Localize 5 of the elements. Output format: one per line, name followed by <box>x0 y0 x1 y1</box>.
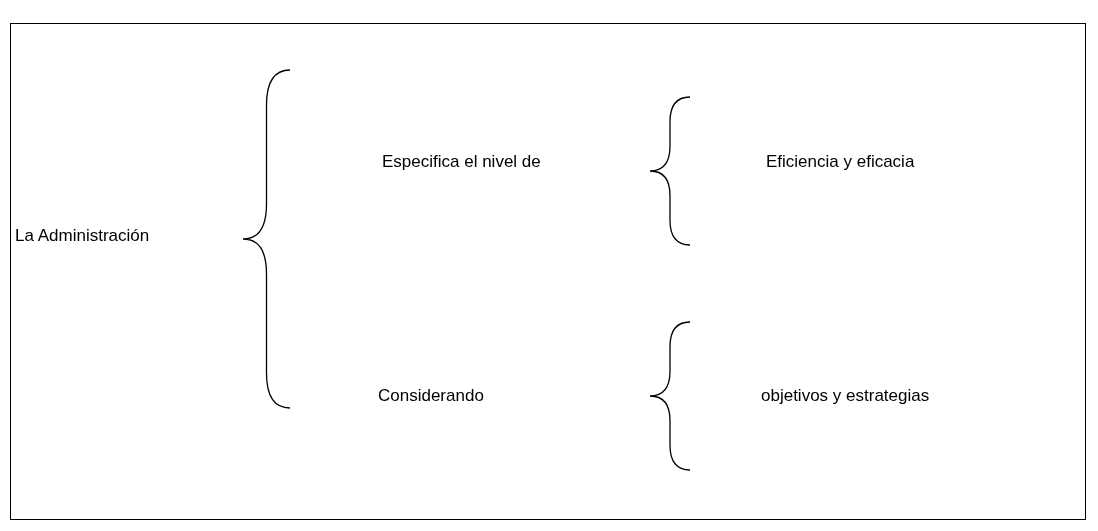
text-label: Considerando <box>378 386 484 406</box>
text-label: Eficiencia y eficacia <box>766 152 915 172</box>
text-label: objetivos y estrategias <box>761 386 930 406</box>
text-label: La Administración <box>15 226 150 246</box>
text-label: Especifica el nivel de <box>382 152 541 172</box>
